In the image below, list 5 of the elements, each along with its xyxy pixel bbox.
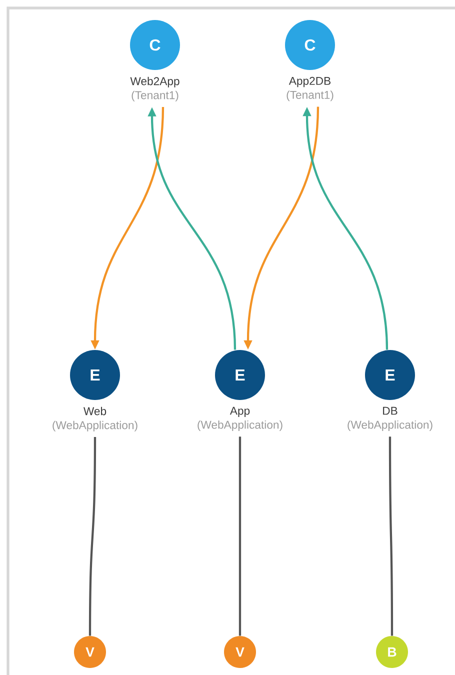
node-label: Web2App (Tenant1) xyxy=(130,76,180,102)
node-label: Web (WebApplication) xyxy=(52,406,138,432)
node-label: App (WebApplication) xyxy=(198,406,282,431)
node-label: App2DB (Tenant1) xyxy=(286,76,334,102)
node-label: DB (WebApplication) xyxy=(348,406,432,431)
